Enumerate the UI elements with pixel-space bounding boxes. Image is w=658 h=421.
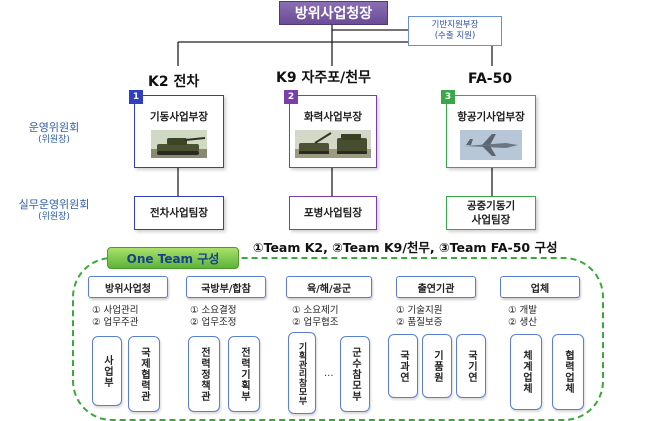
org-card: 전력정책관 — [188, 336, 220, 412]
group-role: ② 품질보증 — [396, 317, 443, 328]
program-title-k9: K9 자주포/천무 — [276, 70, 371, 86]
org-card: 사업부 — [92, 336, 122, 406]
group-title-dapa: 방위사업청 — [105, 283, 151, 295]
department-box-1: 1 기동사업부장 — [129, 90, 224, 168]
hq-title: 방위사업청장 — [294, 6, 373, 22]
department-name-2: 화력사업부장 — [304, 111, 362, 123]
org-card: 국과연 — [388, 334, 418, 398]
operations-committee-label: 운영위원회 (위원장) — [4, 121, 104, 147]
group-header-industry: 업체 — [500, 276, 580, 298]
group-roles-industry: ① 개발 ② 생산 — [508, 305, 537, 329]
group-roles-military: ① 소요제기 ② 업무협조 — [292, 305, 339, 329]
one-team-caption: ①Team K2, ②Team K9/천무, ③Team FA-50 구성 — [253, 240, 558, 255]
group-roles-institutes: ① 기술지원 ② 품질보증 — [396, 305, 443, 329]
support-subtitle: (수출 지원) — [434, 31, 476, 41]
team-name-3-line2: 사업팀장 — [471, 214, 511, 226]
working-committee-title: 실무운영위원회 — [18, 198, 90, 211]
group-role: ① 사업관리 — [92, 305, 139, 316]
org-card-label: 체계업체 — [520, 350, 532, 394]
operations-committee-chair: (위원장) — [38, 135, 70, 145]
jet-image — [460, 130, 522, 160]
department-box-2: 2 화력사업부장 — [284, 90, 377, 168]
org-card-label: 사업부 — [101, 354, 113, 388]
org-card-label: 국제협력관 — [138, 346, 150, 402]
department-number-3: 3 — [441, 90, 455, 104]
group-role: ② 생산 — [508, 317, 538, 328]
department-box-3: 3 항공기사업부장 — [441, 90, 536, 168]
group-role: ① 소요제기 — [292, 305, 339, 316]
department-name-3: 항공기사업부장 — [457, 111, 525, 123]
org-card: 전력기획부 — [228, 336, 260, 412]
group-title-industry: 업체 — [530, 283, 550, 295]
org-card: 국기연 — [456, 334, 486, 398]
team-name-2: 포병사업팀장 — [304, 207, 362, 219]
group-header-dapa: 방위사업청 — [88, 276, 168, 298]
department-name-1: 기동사업부장 — [150, 111, 208, 123]
program-title-k2: K2 전차 — [148, 74, 200, 90]
ellipsis: ... — [324, 368, 334, 379]
support-box: 기반지원부장 (수출 지원) — [408, 16, 502, 46]
group-title-institutes: 출연기관 — [417, 283, 455, 295]
team-name-1: 전차사업팀장 — [150, 207, 208, 219]
org-card-label: 전력기획부 — [238, 346, 250, 402]
operations-committee-title: 운영위원회 — [28, 121, 80, 134]
org-card: 기품원 — [422, 334, 452, 398]
group-header-institutes: 출연기관 — [396, 276, 476, 298]
group-title-military: 육/해/공군 — [306, 283, 352, 295]
artillery-image — [295, 130, 371, 158]
department-number-1: 1 — [129, 90, 143, 104]
department-number-2: 2 — [284, 90, 298, 104]
org-card-label: 군수참모부 — [349, 346, 361, 402]
org-card-label: 전력정책관 — [198, 346, 210, 402]
org-card: 협력업체 — [552, 334, 584, 410]
org-card: 군수참모부 — [340, 336, 370, 412]
group-role: ① 개발 — [508, 305, 538, 316]
support-title: 기반지원부장 — [431, 20, 479, 30]
working-committee-label: 실무운영위원회 (위원장) — [4, 198, 104, 224]
working-committee-chair: (위원장) — [38, 212, 70, 222]
team-box-1: 전차사업팀장 — [134, 196, 224, 230]
group-roles-dapa: ① 사업관리 ② 업무주관 — [92, 305, 139, 329]
group-title-mnd: 국방부/합참 — [201, 283, 251, 295]
one-team-banner-text: One Team 구성 — [126, 251, 220, 266]
team-box-3: 공중기동기 사업팀장 — [446, 196, 536, 230]
tank-image — [151, 130, 207, 158]
group-role: ② 업무협조 — [292, 317, 339, 328]
hq-title-box: 방위사업청장 — [279, 1, 388, 25]
team-box-2: 포병사업팀장 — [289, 196, 377, 230]
org-card: 국제협력관 — [128, 336, 160, 412]
group-role: ① 기술지원 — [396, 305, 443, 316]
one-team-banner: One Team 구성 — [107, 247, 239, 269]
group-roles-mnd: ① 소요결정 ② 업무조정 — [190, 305, 237, 329]
org-card-label: 기품원 — [431, 349, 443, 383]
group-role: ② 업무조정 — [190, 317, 237, 328]
org-card-label: 협력업체 — [562, 350, 574, 394]
org-card: 기획관리참모부 — [288, 332, 316, 414]
org-card-label: 국기연 — [465, 349, 477, 383]
program-title-fa50: FA-50 — [468, 71, 513, 87]
org-card: 체계업체 — [510, 334, 542, 410]
org-card-label: 국과연 — [397, 349, 409, 383]
group-header-mnd: 국방부/합참 — [186, 276, 266, 298]
group-header-military: 육/해/공군 — [286, 276, 372, 298]
group-role: ② 업무주관 — [92, 317, 139, 328]
org-card-label: 기획관리참모부 — [296, 341, 307, 405]
group-role: ① 소요결정 — [190, 305, 237, 316]
team-name-3-line1: 공중기동기 — [466, 200, 516, 212]
